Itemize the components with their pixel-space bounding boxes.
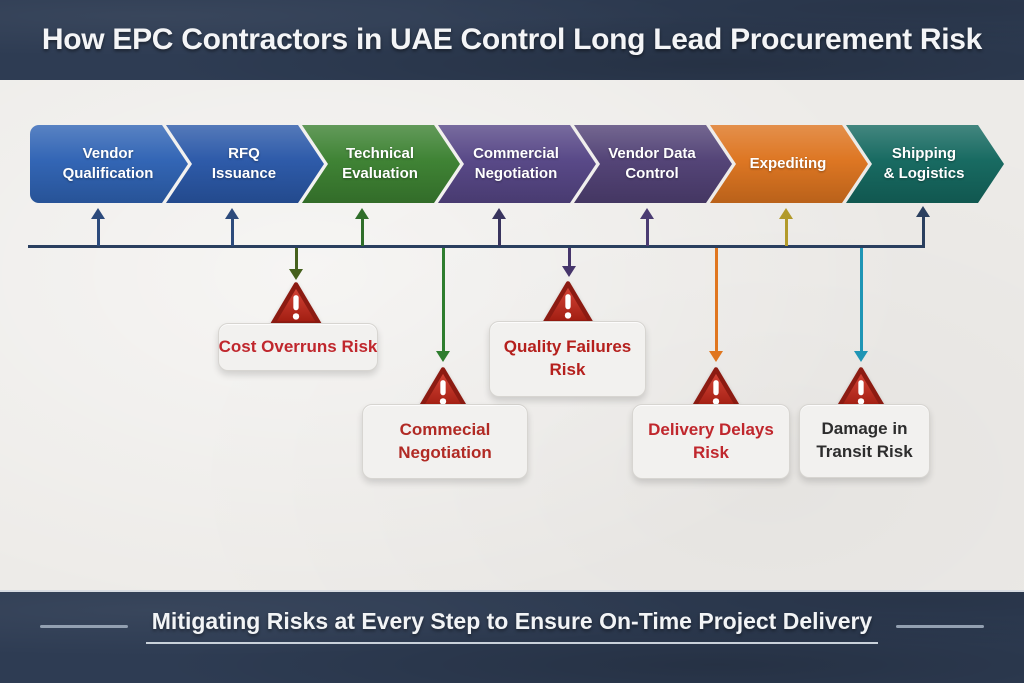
- step-chevron-shipping-logistics: Shipping & Logistics: [846, 125, 1004, 203]
- down-arrow-quality-failures: [568, 248, 571, 267]
- up-arrow-commercial-negotiation: [498, 219, 501, 246]
- step-label: & Logistics: [883, 165, 965, 182]
- up-arrow-icon: [225, 208, 239, 219]
- risk-card-quality-failures: Quality Failures Risk: [489, 321, 646, 397]
- step-label: Vendor: [82, 145, 134, 163]
- risk-label: Quality Failures: [503, 337, 632, 357]
- risk-card-delivery-delays: Delivery Delays Risk: [632, 404, 790, 479]
- step-label: Technical: [345, 145, 415, 163]
- risk-label: Risk: [693, 442, 729, 462]
- up-arrow-icon: [91, 208, 105, 219]
- up-arrow-icon: [492, 208, 506, 219]
- down-arrow-commecial-negotiation: [442, 248, 445, 352]
- page-title: How EPC Contractors in UAE Control Long …: [41, 23, 983, 56]
- step-label: Issuance: [211, 165, 277, 182]
- up-arrow-icon: [779, 208, 793, 219]
- process-steps-row: Vendor Qualification RFQ Issuance Techni…: [30, 125, 1004, 203]
- up-arrow-icon: [355, 208, 369, 219]
- step-label: Qualification: [62, 165, 154, 182]
- risk-card-damage-transit: Damage in Transit Risk: [799, 404, 930, 478]
- down-arrow-delivery-delays: [715, 248, 718, 352]
- down-arrow-icon: [854, 351, 868, 362]
- risk-label: Cost Overruns Risk: [218, 336, 378, 356]
- footer-dash-left: [39, 624, 128, 628]
- down-arrow-icon: [436, 351, 450, 362]
- step-label: Shipping: [891, 145, 957, 163]
- up-arrow-technical-evaluation: [361, 219, 364, 246]
- up-arrow-icon-shipping: [916, 206, 930, 217]
- down-arrow-icon: [562, 266, 576, 277]
- step-chevron-rfq-issuance: RFQ Issuance: [166, 125, 324, 203]
- step-label: Evaluation: [342, 165, 418, 182]
- risk-label: Negotiation: [398, 442, 492, 462]
- step-label: Commercial: [473, 145, 559, 163]
- down-arrow-cost-overruns: [295, 248, 298, 270]
- risk-label: Risk: [549, 360, 586, 379]
- up-arrow-vendor-data-control: [646, 219, 649, 246]
- header-banner: How EPC Contractors in UAE Control Long …: [0, 0, 1024, 80]
- up-arrow-rfq-issuance: [231, 219, 234, 246]
- step-label: Control: [625, 165, 679, 182]
- step-chevron-commercial-negotiation: Commercial Negotiation: [438, 125, 596, 203]
- risk-label: Commecial: [399, 419, 491, 439]
- step-label: Expediting: [749, 155, 827, 173]
- step-chevron-technical-evaluation: Technical Evaluation: [302, 125, 460, 203]
- risk-label: Transit Risk: [816, 442, 913, 461]
- step-label: RFQ: [228, 145, 260, 163]
- timeline-bar: [28, 245, 925, 248]
- down-arrow-damage-transit: [860, 248, 863, 352]
- down-arrow-icon: [289, 269, 303, 280]
- step-label: Negotiation: [474, 165, 558, 182]
- warning-triangle-icon: [270, 282, 322, 326]
- step-chevron-vendor-data-control: Vendor Data Control: [574, 125, 732, 203]
- step-chevron-vendor-qualification: Vendor Qualification: [30, 125, 188, 203]
- footer-dash-right: [896, 624, 985, 628]
- warning-triangle-icon: [542, 281, 594, 325]
- risk-label: Damage in: [821, 419, 908, 439]
- risk-label: Delivery Delays: [648, 419, 774, 439]
- risk-card-cost-overruns: Cost Overruns Risk: [218, 323, 378, 371]
- timeline-elbow: [922, 217, 925, 247]
- down-arrow-icon: [709, 351, 723, 362]
- footer-banner: Mitigating Risks at Every Step to Ensure…: [0, 590, 1024, 683]
- step-chevron-expediting: Expediting: [710, 125, 868, 203]
- up-arrow-icon: [640, 208, 654, 219]
- risk-card-commecial-negotiation: Commecial Negotiation: [362, 404, 528, 479]
- footer-tagline: Mitigating Risks at Every Step to Ensure…: [145, 608, 879, 644]
- up-arrow-vendor-qualification: [97, 219, 100, 246]
- step-label: Vendor Data: [608, 145, 696, 163]
- up-arrow-expediting: [785, 219, 788, 246]
